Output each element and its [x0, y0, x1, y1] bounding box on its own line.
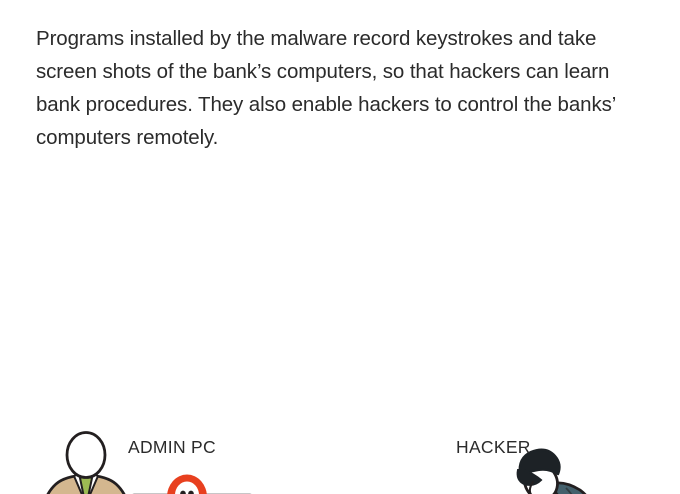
label-hacker: HACKER [456, 437, 531, 457]
hacker-person-figure [516, 448, 587, 494]
admin-head [65, 431, 107, 479]
diagram-svg: OK [46, 431, 587, 494]
skull-icon-cranium [175, 481, 199, 494]
caption-text: Programs installed by the malware record… [36, 27, 616, 149]
skull-icon-eye-left [180, 490, 186, 494]
admin-tie [79, 475, 93, 494]
caption-block: Programs installed by the malware record… [36, 22, 636, 154]
label-admin-pc: ADMIN PC [128, 437, 216, 457]
diagram-illustration: OK [0, 212, 680, 494]
skull-icon-eye-right [188, 490, 194, 494]
skull-icon [167, 474, 207, 494]
admin-person-figure [46, 431, 126, 494]
hacker-hat-brim [516, 469, 543, 486]
hacker-hat-icon [518, 448, 561, 476]
